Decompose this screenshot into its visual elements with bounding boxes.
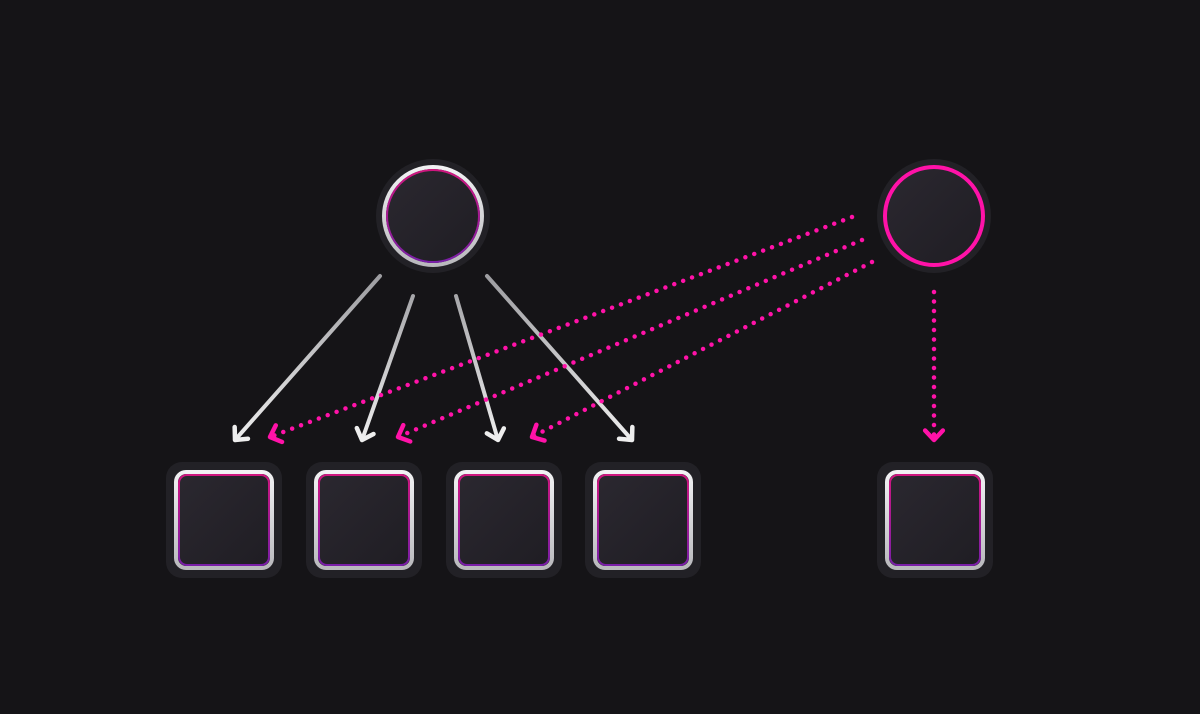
- arrowhead-icon: [922, 428, 946, 443]
- circle-node: [883, 165, 985, 267]
- arrowhead-icon: [616, 424, 635, 443]
- solid-arrow-line: [485, 274, 634, 442]
- square-node: [885, 470, 985, 570]
- edges: [232, 214, 946, 445]
- square-inner-ring: [597, 474, 689, 566]
- square-inner-ring: [458, 474, 550, 566]
- circle-node: [382, 165, 484, 267]
- solid-arrow-line: [233, 274, 382, 442]
- solid-arrow-line: [454, 294, 500, 442]
- edge-source-b-to-target-2: [395, 237, 865, 444]
- node-source-b: [877, 159, 991, 273]
- square-node: [454, 470, 554, 570]
- square-inner-ring: [178, 474, 270, 566]
- circle-inner-ring: [386, 169, 480, 263]
- edge-source-b-to-target-3: [529, 259, 875, 443]
- node-source-a: [376, 159, 490, 273]
- arrowhead-icon: [232, 424, 251, 443]
- node-target-5: [877, 462, 993, 578]
- edge-source-b-to-target-1: [267, 214, 855, 445]
- arrowhead-icon: [484, 426, 507, 443]
- solid-arrow-line: [360, 294, 415, 442]
- square-node: [174, 470, 274, 570]
- arrowhead-icon: [354, 425, 376, 443]
- dotted-arrow-line: [267, 214, 855, 440]
- square-node: [314, 470, 414, 570]
- square-inner-ring: [889, 474, 981, 566]
- square-inner-ring: [318, 474, 410, 566]
- nodes: [166, 159, 993, 578]
- node-target-4: [585, 462, 701, 578]
- dotted-arrow-line: [529, 259, 875, 440]
- edge-source-b-to-target-5: [922, 289, 946, 443]
- arrowhead-icon: [267, 423, 285, 445]
- node-target-1: [166, 462, 282, 578]
- arrowhead-icon: [529, 422, 547, 443]
- square-node: [593, 470, 693, 570]
- edge-source-a-to-target-4: [485, 274, 635, 443]
- dotted-arrow-line: [395, 237, 865, 440]
- edge-source-a-to-target-2: [354, 294, 415, 443]
- edge-source-a-to-target-3: [454, 294, 507, 443]
- node-target-2: [306, 462, 422, 578]
- node-target-3: [446, 462, 562, 578]
- arrowhead-icon: [395, 422, 413, 444]
- edge-source-a-to-target-1: [232, 274, 382, 443]
